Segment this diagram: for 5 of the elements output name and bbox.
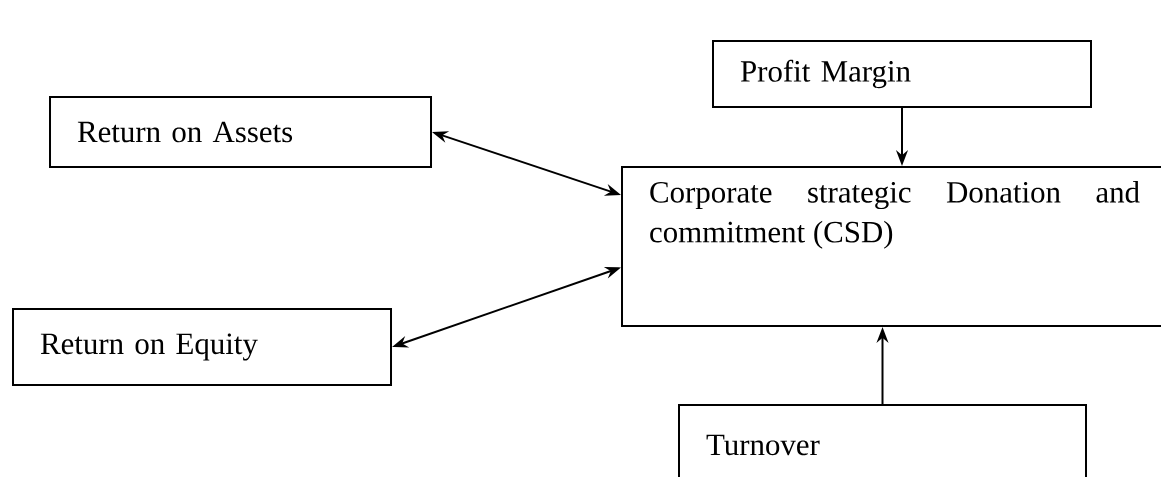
process-box: Return on Assets	[49, 96, 432, 168]
process-box: Profit Margin	[712, 40, 1092, 108]
process-box: Turnover	[678, 404, 1087, 477]
process-box: Corporate strategic Donation and commitment (CSD)	[621, 166, 1161, 327]
process-box: Return on Equity	[12, 308, 392, 386]
